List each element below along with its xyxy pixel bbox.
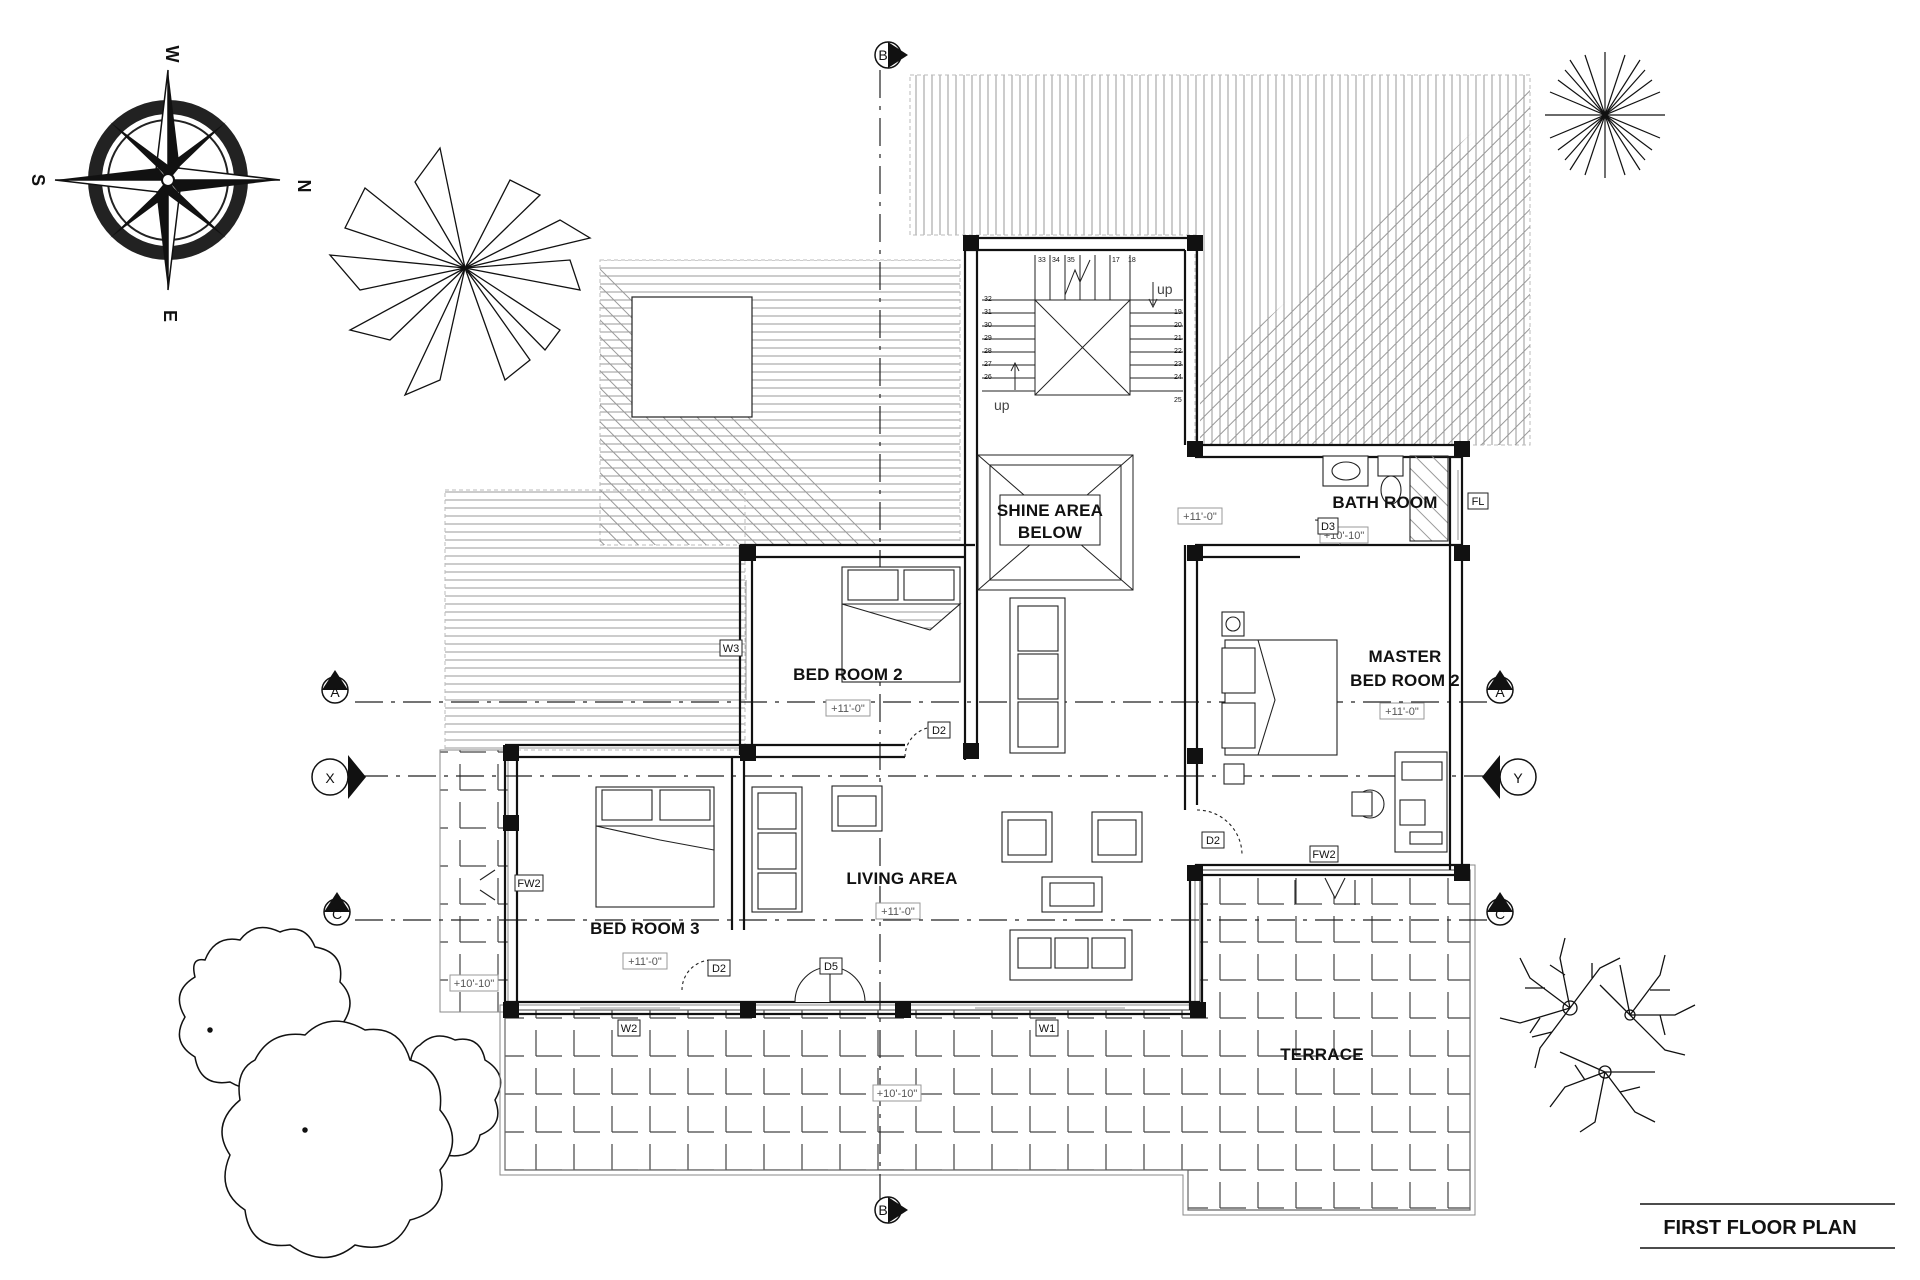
- tag-w3: W3: [723, 643, 740, 655]
- stair-step-31: 31: [984, 309, 992, 316]
- palm-tree-icon: [328, 146, 592, 397]
- stair-step-17: 17: [1112, 257, 1120, 264]
- tag-fw2-right: FW2: [1312, 849, 1335, 861]
- level-bed2: +11'-0": [831, 703, 865, 715]
- level-stair-landing: +11'-0": [1183, 511, 1217, 523]
- stair-up-left: up: [994, 397, 1010, 413]
- furniture: [479, 455, 1449, 1003]
- room-label-shine-area: SHINE AREA: [997, 501, 1103, 520]
- stair-step-24: 24: [1174, 374, 1182, 381]
- stair-treads: [982, 255, 1183, 392]
- grid-label-c-right: C: [1495, 906, 1505, 922]
- compass-rose: [54, 69, 281, 291]
- level-master: +11'-0": [1385, 706, 1419, 718]
- grid-marker-b-top: [874, 41, 908, 69]
- tag-d3: D3: [1321, 521, 1335, 533]
- section-marker-x: [311, 755, 366, 799]
- stair-step-22: 22: [1174, 348, 1182, 355]
- compass-north: N: [294, 180, 314, 193]
- grid-label-a-left: A: [330, 684, 340, 700]
- grid-label-b-top: B: [878, 47, 887, 63]
- level-tag-boxes: [449, 507, 1425, 1102]
- section-label-x: X: [325, 770, 335, 786]
- level-balcony-left: +10'-10": [454, 978, 495, 990]
- room-label-master-1: MASTER: [1369, 647, 1442, 666]
- tag-d2-master: D2: [1206, 835, 1220, 847]
- level-terrace: +10'-10": [877, 1088, 918, 1100]
- room-label-terrace: TERRACE: [1280, 1045, 1364, 1064]
- bare-tree-icon: [1499, 937, 1696, 1133]
- room-label-master-2: BED ROOM 2: [1350, 671, 1460, 690]
- grid-marker-a-left: [321, 670, 349, 704]
- tag-d5: D5: [824, 961, 838, 973]
- stair-step-20: 20: [1174, 322, 1182, 329]
- terrace-paving: [439, 749, 1476, 1216]
- stair-step-33: 33: [1038, 257, 1046, 264]
- section-marker-y: [1482, 755, 1537, 799]
- compass-south: S: [28, 174, 48, 186]
- compass-east: E: [160, 310, 180, 322]
- opening-tag-boxes: [514, 492, 1489, 1037]
- room-label-shine-below: BELOW: [1018, 523, 1083, 542]
- stair-step-32: 32: [984, 296, 992, 303]
- level-bed3: +11'-0": [628, 956, 662, 968]
- grid-marker-c-right: [1486, 892, 1514, 926]
- stair-step-26: 26: [984, 374, 992, 381]
- stair-step-18: 18: [1128, 257, 1136, 264]
- tag-fw2-left: FW2: [517, 878, 540, 890]
- grid-label-b-bottom: B: [878, 1202, 887, 1218]
- stair-step-28: 28: [984, 348, 992, 355]
- stair-up-right: up: [1157, 281, 1173, 297]
- stair-step-30: 30: [984, 322, 992, 329]
- grid-marker-b-bottom: [874, 1196, 908, 1224]
- roof-hatching: [444, 74, 1531, 751]
- section-label-y: Y: [1513, 770, 1523, 786]
- stair-step-27: 27: [984, 361, 992, 368]
- tag-fl: FL: [1472, 496, 1485, 508]
- tag-d2-bed2: D2: [932, 725, 946, 737]
- room-label-living-area: LIVING AREA: [846, 869, 957, 888]
- round-tree-icon: [178, 926, 502, 1259]
- stair-step-25: 25: [1174, 397, 1182, 404]
- grid-marker-a-right: [1486, 670, 1514, 704]
- stair-step-35: 35: [1067, 257, 1075, 264]
- stair-step-19: 19: [1174, 309, 1182, 316]
- grid-label-a-right: A: [1495, 684, 1505, 700]
- compass-west: W: [162, 46, 182, 63]
- room-label-bath-room: BATH ROOM: [1332, 493, 1437, 512]
- tag-w1: W1: [1039, 1023, 1056, 1035]
- room-label-bed-room-3: BED ROOM 3: [590, 919, 700, 938]
- stair-step-29: 29: [984, 335, 992, 342]
- tag-w2: W2: [621, 1023, 638, 1035]
- stair-step-21: 21: [1174, 335, 1182, 342]
- building-walls: [503, 236, 1470, 1016]
- tag-d2-bed3: D2: [712, 963, 726, 975]
- room-label-bed-room-2: BED ROOM 2: [793, 665, 903, 684]
- stair-step-34: 34: [1052, 257, 1060, 264]
- grid-marker-c-left: [323, 892, 351, 926]
- star-shrub-icon: [1545, 52, 1665, 178]
- drawing-title: FIRST FLOOR PLAN: [1663, 1217, 1856, 1239]
- level-living: +11'-0": [881, 906, 915, 918]
- stair-step-23: 23: [1174, 361, 1182, 368]
- structural-columns: [503, 235, 1470, 1018]
- grid-label-c-left: C: [332, 906, 342, 922]
